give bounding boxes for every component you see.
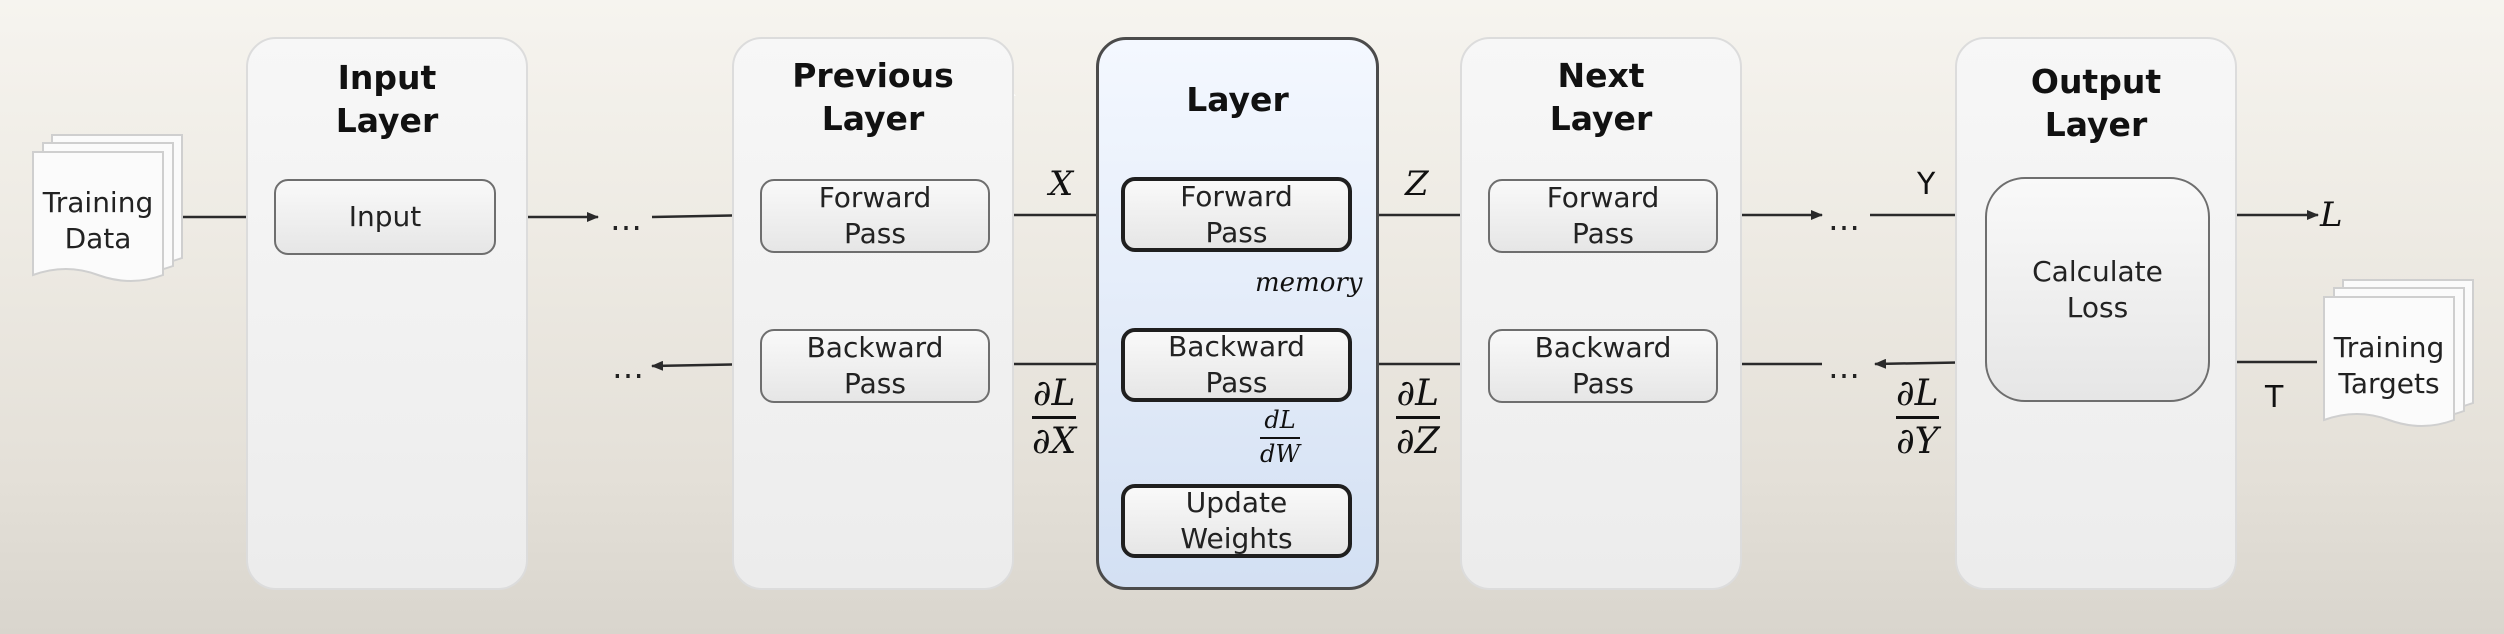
label-memory: memory xyxy=(1255,268,1363,298)
next-forward-pass-box: Forward Pass xyxy=(1488,179,1718,253)
gradient-dL-dW-numerator: dL xyxy=(1264,406,1296,434)
gradient-dL-dZ: ∂L ∂Z xyxy=(1396,373,1440,462)
fraction-bar xyxy=(1260,436,1301,440)
next-backward-pass-label: Backward Pass xyxy=(1534,331,1672,400)
next-layer-column: Next Layer xyxy=(1460,37,1742,590)
layer-title: Layer xyxy=(1186,80,1289,119)
training-targets-label: Training Targets xyxy=(2333,331,2445,400)
label-T: T xyxy=(2265,380,2284,415)
previous-backward-pass-label: Backward Pass xyxy=(806,331,944,400)
training-data-label: Training Data xyxy=(42,186,154,255)
gradient-dL-dX: ∂L ∂X xyxy=(1032,373,1077,462)
gradient-dL-dZ-numerator: ∂L xyxy=(1396,373,1440,414)
training-data-doc-icon xyxy=(32,134,183,282)
ellipsis-backward-left: … xyxy=(612,348,644,386)
input-layer-title: Input Layer xyxy=(335,58,439,140)
previous-forward-pass-box: Forward Pass xyxy=(760,179,990,253)
next-forward-pass-label: Forward Pass xyxy=(1546,181,1660,250)
input-layer-column: Input Layer xyxy=(246,37,528,590)
calculate-loss-label: Calculate Loss xyxy=(2032,254,2163,324)
next-layer-title: Next Layer xyxy=(1549,56,1653,138)
calculate-loss-box: Calculate Loss xyxy=(1985,177,2210,402)
layer-forward-pass-label: Forward Pass xyxy=(1180,179,1293,249)
label-Y: Y xyxy=(1917,167,1936,202)
gradient-dL-dX-denominator: ∂X xyxy=(1032,420,1077,462)
ellipsis-backward-right: … xyxy=(1828,348,1860,386)
previous-forward-pass-label: Forward Pass xyxy=(818,181,932,250)
label-Z: Z xyxy=(1405,164,1429,204)
label-L: L xyxy=(2320,195,2343,235)
fraction-bar xyxy=(1896,416,1939,419)
gradient-dL-dY: ∂L ∂Y xyxy=(1896,373,1939,462)
ellipsis-forward-left: … xyxy=(610,200,642,238)
fraction-bar xyxy=(1396,416,1440,419)
layer-backward-pass-label: Backward Pass xyxy=(1168,330,1305,399)
input-box: Input xyxy=(274,179,496,255)
gradient-dL-dZ-denominator: ∂Z xyxy=(1396,420,1440,462)
input-box-label: Input xyxy=(348,200,422,233)
output-layer-title: Output Layer xyxy=(2030,62,2162,144)
fraction-bar xyxy=(1032,416,1077,419)
training-targets-doc-icon xyxy=(2323,279,2474,427)
gradient-dL-dW-denominator: dW xyxy=(1260,440,1301,469)
label-X: X xyxy=(1049,164,1074,204)
layer-forward-pass-box: Forward Pass xyxy=(1121,177,1352,252)
gradient-dL-dY-numerator: ∂L xyxy=(1896,373,1939,414)
previous-layer-title: Previous Layer xyxy=(792,56,954,138)
next-backward-pass-box: Backward Pass xyxy=(1488,329,1718,403)
ellipsis-forward-right: … xyxy=(1828,200,1860,238)
layer-backward-pass-box: Backward Pass xyxy=(1121,328,1352,402)
gradient-dL-dX-numerator: ∂L xyxy=(1032,373,1076,414)
gradient-dL-dY-denominator: ∂Y xyxy=(1896,420,1939,462)
gradient-dL-dW: dL dW xyxy=(1260,406,1301,469)
update-weights-label: Update Weights xyxy=(1180,486,1293,555)
update-weights-box: Update Weights xyxy=(1121,484,1352,558)
previous-backward-pass-box: Backward Pass xyxy=(760,329,990,403)
previous-layer-column: Previous Layer xyxy=(732,37,1014,590)
